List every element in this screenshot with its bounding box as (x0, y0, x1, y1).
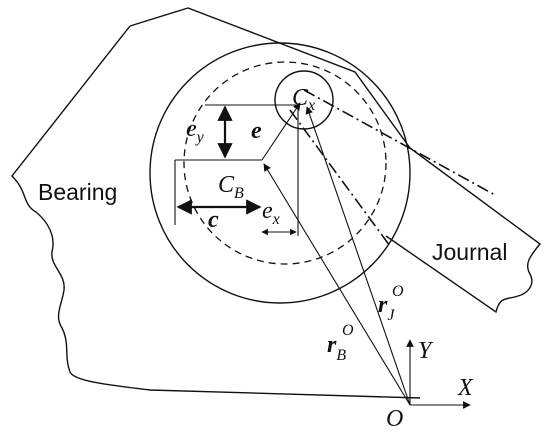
journal-dashed-circle (183, 61, 387, 265)
origin-label: O (386, 406, 403, 432)
eccentricity-vector (261, 102, 301, 161)
dashdot-line-lower (289, 109, 391, 247)
y-axis-label: Y (418, 338, 434, 364)
journal-outline (385, 147, 542, 314)
rb-vector (263, 163, 411, 406)
ey-label: ey (186, 116, 205, 146)
journal-label: Journal (432, 239, 507, 265)
e-label: e (251, 118, 262, 144)
bearing-circle (149, 42, 411, 304)
rj-superscript: O (392, 283, 404, 300)
rb-superscript: O (342, 322, 354, 339)
cb-label: CB (218, 172, 244, 202)
dashdot-line-upper (303, 89, 496, 196)
x-axis-label: X (457, 375, 474, 401)
rj-vector (305, 106, 411, 406)
rj-label: rJ (378, 292, 395, 324)
bearing-housing-outline (11, 7, 421, 399)
c-label: c (208, 207, 219, 233)
ex-label: ex (262, 198, 280, 228)
cx-label: Cx (292, 85, 315, 114)
rb-label: rB (327, 332, 346, 364)
bearing-label: Bearing (38, 179, 117, 205)
